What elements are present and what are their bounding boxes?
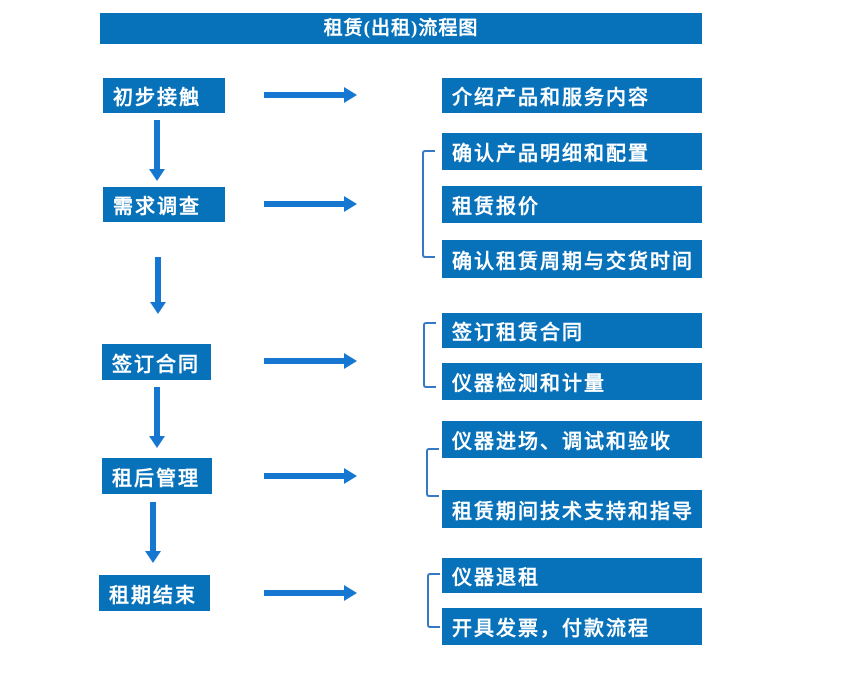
detail-box-8: 租赁期间技术支持和指导	[442, 490, 702, 528]
detail-box-2: 确认产品明细和配置	[442, 133, 702, 170]
right-arrow-4	[264, 468, 357, 484]
flow-step-box-5: 租期结束	[99, 575, 210, 611]
down-arrow-1	[149, 120, 165, 181]
detail-box-3: 租赁报价	[442, 186, 702, 223]
group-bracket-1	[422, 150, 435, 258]
flow-step-box-3: 签订合同	[102, 344, 211, 380]
group-bracket-3	[426, 448, 439, 497]
detail-box-7: 仪器进场、调试和验收	[442, 421, 702, 458]
flow-step-box-2: 需求调查	[103, 187, 225, 222]
detail-box-6: 仪器检测和计量	[442, 363, 702, 400]
down-arrow-3	[149, 387, 165, 448]
right-arrow-5	[264, 585, 357, 601]
right-arrow-3	[264, 353, 357, 369]
flow-step-box-1: 初步接触	[103, 78, 225, 113]
detail-box-10: 开具发票，付款流程	[442, 608, 702, 645]
detail-box-4: 确认租赁周期与交货时间	[442, 240, 702, 278]
detail-box-5: 签订租赁合同	[442, 313, 702, 348]
down-arrow-2	[150, 257, 166, 314]
flowchart-title: 租赁(出租)流程图	[100, 13, 702, 44]
down-arrow-4	[145, 502, 161, 563]
detail-box-1: 介绍产品和服务内容	[442, 78, 702, 113]
flow-step-box-4: 租后管理	[102, 458, 212, 494]
group-bracket-2	[423, 322, 436, 388]
right-arrow-1	[264, 87, 357, 103]
group-bracket-4	[427, 573, 440, 628]
right-arrow-2	[264, 196, 357, 212]
detail-box-9: 仪器退租	[442, 558, 702, 593]
